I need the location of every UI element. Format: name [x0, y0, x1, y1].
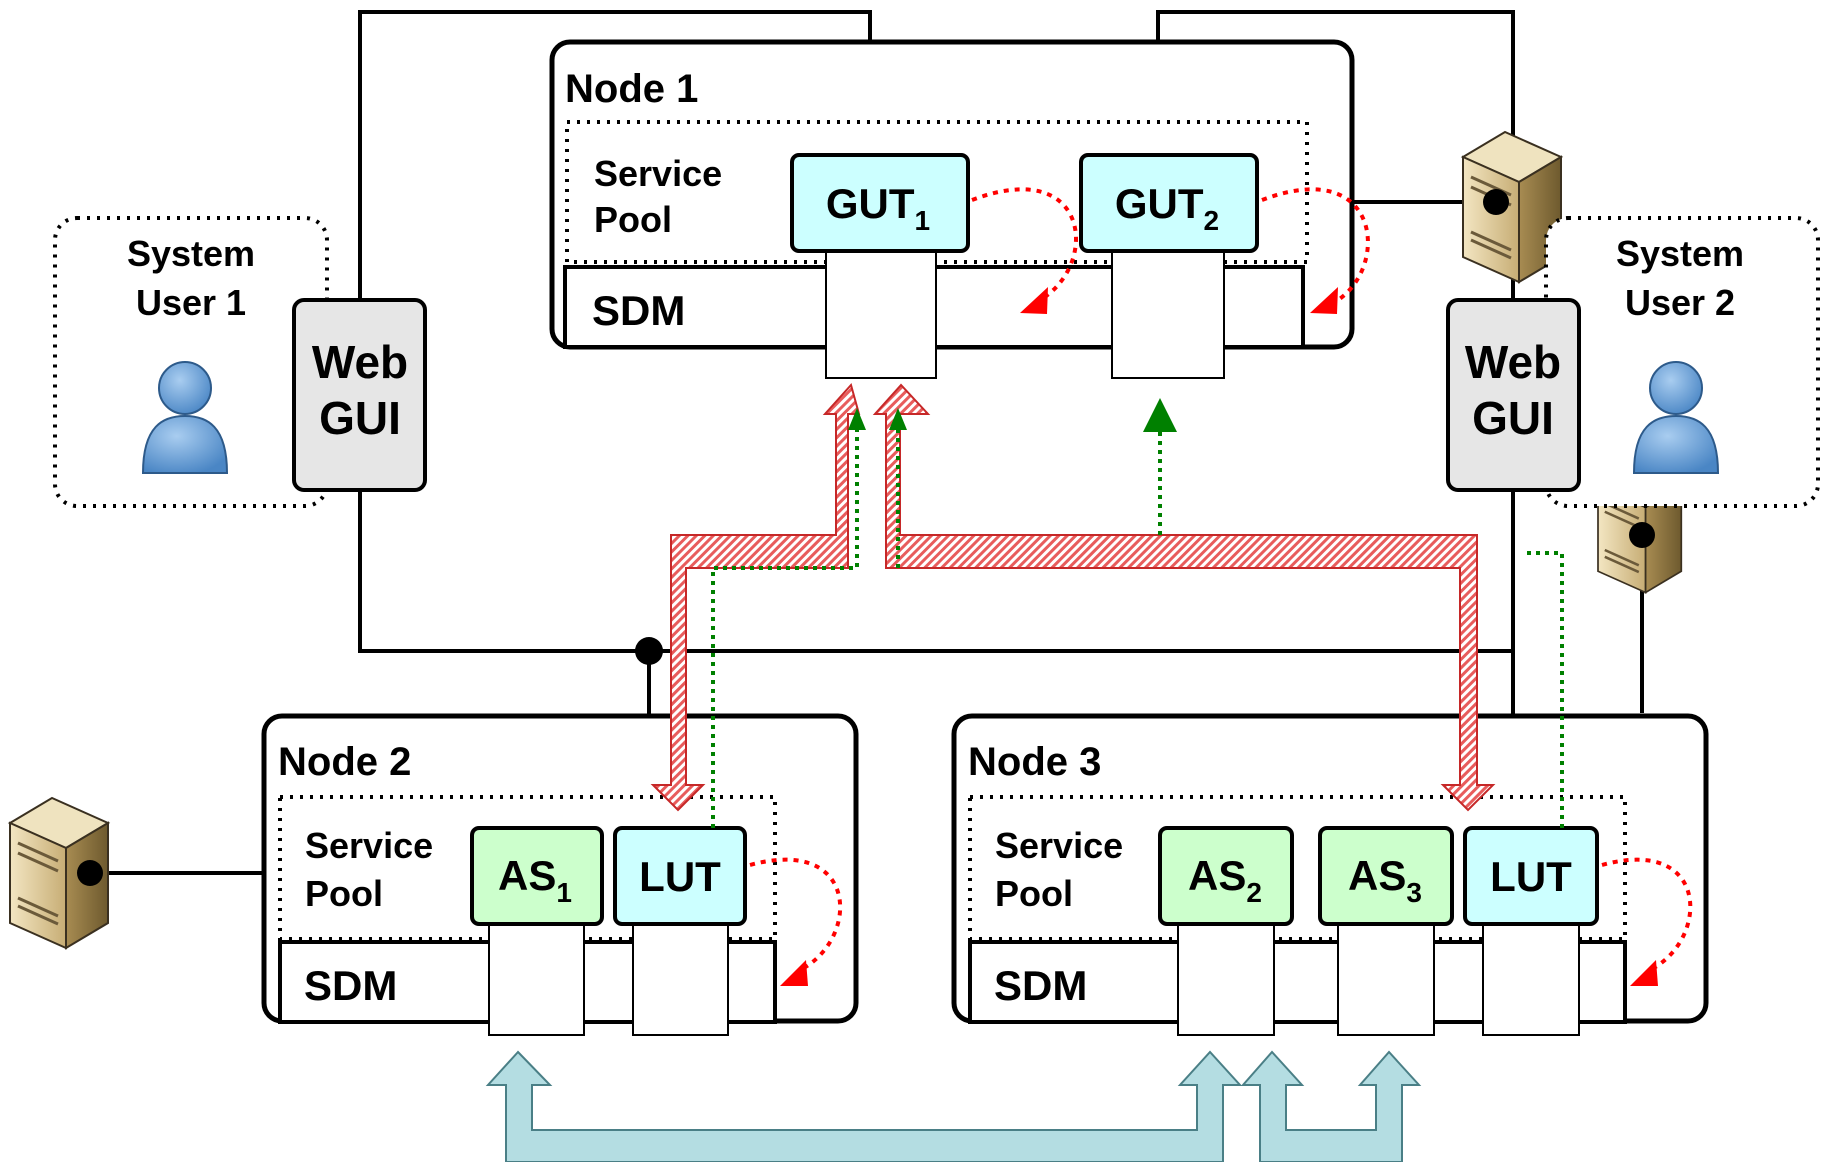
as3-service[interactable]: AS3 — [1318, 826, 1454, 926]
gut2-service[interactable]: GUT2 — [1079, 153, 1259, 253]
green-arrowhead-gut1-b — [889, 408, 907, 430]
user2-label-1: System — [1616, 233, 1744, 274]
lut3-loop-arrowhead — [1630, 960, 1658, 986]
gut1-loop-arrowhead — [1020, 287, 1048, 314]
web-gui-2[interactable]: Web GUI — [1446, 298, 1581, 492]
service-pool-2-label-1: Service — [305, 825, 433, 866]
web-gui-1[interactable]: Web GUI — [292, 298, 427, 492]
as3-slot — [1337, 921, 1435, 1036]
lut3-label: LUT — [1490, 853, 1572, 900]
as2-slot — [1177, 921, 1275, 1036]
green-arrow-lut3-to-gut1 — [896, 430, 1564, 828]
gut1-sub: 1 — [915, 205, 931, 236]
as3-sub: 3 — [1406, 877, 1422, 908]
as2-service[interactable]: AS2 — [1158, 826, 1294, 926]
hatched-arrow-gut1-to-lut2 — [650, 382, 861, 812]
user1-label-2: User 1 — [136, 282, 246, 323]
line-gui1-to-lut — [358, 492, 1513, 653]
service-pool-1-label-1: Service — [594, 153, 722, 194]
as2-sub: 2 — [1246, 877, 1262, 908]
as3-label: AS — [1348, 852, 1406, 899]
service-pool-2-label-2: Pool — [305, 873, 383, 914]
node-3: Node 3 Service Pool SDM AS2 AS3 LUT — [951, 713, 1709, 1036]
server-port-dot — [1629, 522, 1655, 548]
web-gui-1-label-1: Web — [312, 336, 408, 388]
user1-label-1: System — [127, 233, 255, 274]
gut1-loop-arrow — [971, 187, 1079, 302]
as2-label: AS — [1188, 852, 1246, 899]
svg-text:AS1: AS1 — [498, 852, 572, 908]
node-1-title: Node 1 — [565, 67, 698, 111]
lut2-label: LUT — [639, 853, 721, 900]
user2-label-2: User 2 — [1625, 282, 1735, 323]
hatched-arrow-lut2-to-gut1 — [790, 380, 814, 414]
node-2: Node 2 Service Pool SDM AS1 LUT — [261, 713, 859, 1036]
web-gui-1-label-2: GUI — [319, 392, 401, 444]
sdm-3-label: SDM — [994, 962, 1087, 1009]
lut3-slot — [1482, 921, 1580, 1036]
gut1-slot — [825, 247, 937, 379]
node-1: Node 1 Service Pool SDM GUT1 GUT2 — [549, 39, 1370, 379]
web-gui-2-label-1: Web — [1465, 336, 1561, 388]
sdm-2-label: SDM — [304, 962, 397, 1009]
server-port-dot — [1483, 189, 1509, 215]
blue-arrow-as1-as2 — [485, 1050, 1243, 1162]
hatched-arrow-gut1-to-lut3 — [872, 383, 1496, 812]
system-user-2: System User 2 — [1544, 216, 1820, 508]
service-pool-3-label-2: Pool — [995, 873, 1073, 914]
svg-text:GUT2: GUT2 — [1115, 180, 1219, 236]
svg-text:AS3: AS3 — [1348, 852, 1422, 908]
service-pool-2 — [278, 795, 777, 941]
as1-slot — [488, 921, 585, 1036]
web-gui-2-label-2: GUI — [1472, 392, 1554, 444]
svg-text:GUT1: GUT1 — [826, 180, 930, 236]
gut2-label: GUT — [1115, 180, 1204, 227]
gut2-slot — [1111, 247, 1225, 379]
as1-sub: 1 — [556, 877, 572, 908]
green-dotted-arrows — [711, 430, 1564, 828]
lut2-service[interactable]: LUT — [613, 826, 747, 926]
service-pool-1-label-2: Pool — [594, 199, 672, 240]
green-arrow-lut2-to-gut1 — [711, 430, 859, 828]
sdm-1-label: SDM — [592, 287, 685, 334]
node-2-title: Node 2 — [278, 740, 411, 784]
lut3-service[interactable]: LUT — [1463, 826, 1599, 926]
service-pool-3-label-1: Service — [995, 825, 1123, 866]
lut2-loop-arrow — [749, 857, 843, 972]
lut2-loop-arrowhead — [780, 960, 808, 986]
gut2-loop-arrowhead — [1310, 287, 1338, 314]
node-3-title: Node 3 — [968, 740, 1101, 784]
as1-label: AS — [498, 852, 556, 899]
server-port-dot — [77, 860, 103, 886]
blue-arrow-as2-as3 — [1240, 1050, 1422, 1162]
green-arrowhead-gut1-a — [848, 408, 866, 430]
lut3-loop-arrow — [1601, 857, 1693, 972]
system-user-1: System User 1 — [53, 216, 329, 508]
as1-service[interactable]: AS1 — [470, 826, 604, 926]
svg-text:AS2: AS2 — [1188, 852, 1262, 908]
gut2-sub: 2 — [1204, 205, 1220, 236]
gut1-service[interactable]: GUT1 — [790, 153, 970, 253]
gut1-label: GUT — [826, 180, 915, 227]
lut2-slot — [632, 921, 729, 1036]
junction-dot — [635, 637, 663, 665]
service-pool-3 — [968, 795, 1627, 941]
green-arrowhead-gut2 — [1143, 398, 1177, 432]
